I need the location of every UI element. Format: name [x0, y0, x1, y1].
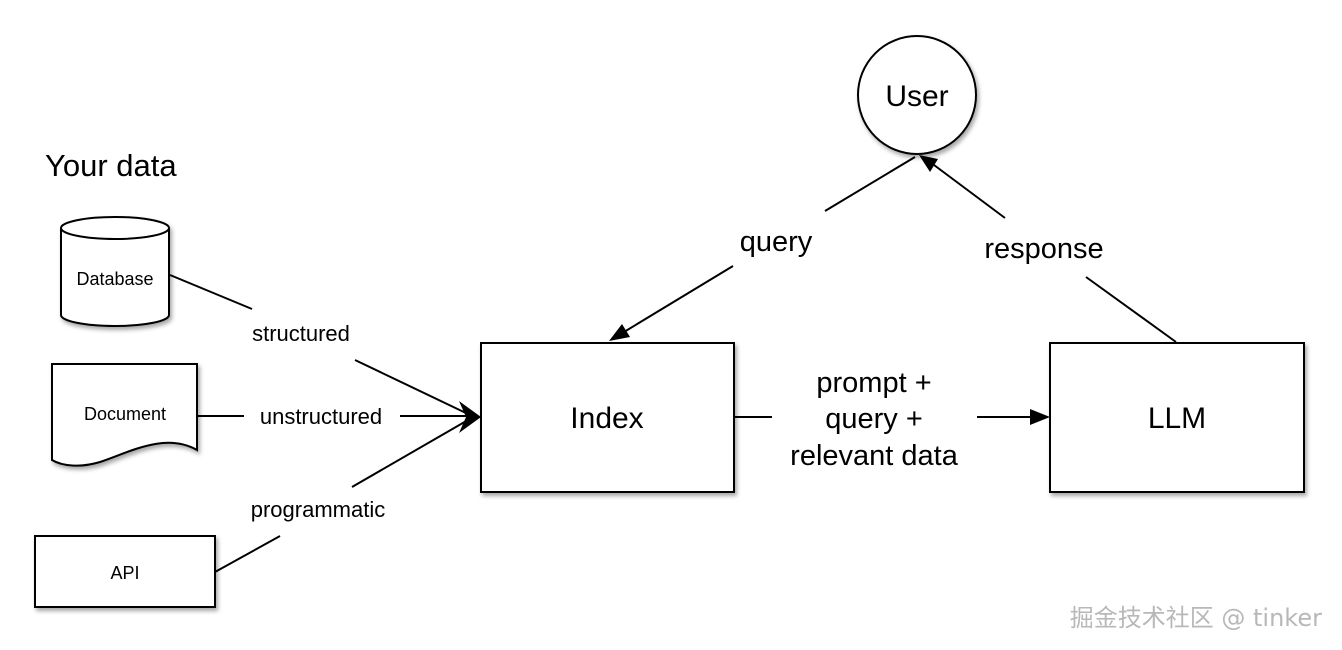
- unstructured-label: unstructured: [260, 404, 382, 429]
- watermark: 掘金技术社区 @ tinker: [1070, 604, 1322, 632]
- structured-edge-lower: [354, 359, 469, 415]
- query-edge-upper: [824, 156, 916, 212]
- structured-edge-upper: [169, 274, 253, 310]
- prompt-label-line3: relevant data: [790, 440, 959, 472]
- programmatic-edge-upper: [351, 419, 469, 488]
- document-node: [51, 363, 198, 467]
- query-edge-lower: [623, 265, 734, 333]
- index-label: Index: [570, 402, 643, 435]
- document-label: Document: [84, 404, 166, 424]
- document-shape-icon: [51, 363, 198, 467]
- response-edge-lower: [1085, 276, 1177, 343]
- llm-label: LLM: [1148, 402, 1206, 435]
- response-label: response: [984, 233, 1103, 265]
- database-cylinder-icon: [60, 216, 170, 327]
- structured-label: structured: [252, 321, 350, 346]
- prompt-label-line2: query +: [825, 403, 923, 435]
- response-edge-upper: [933, 164, 1006, 219]
- query-label: query: [740, 226, 813, 258]
- user-response-arrowhead-icon: [919, 155, 938, 172]
- user-node: [857, 35, 977, 155]
- database-label: Database: [76, 269, 153, 289]
- index-query-arrowhead-icon: [609, 324, 630, 341]
- your-data-title: Your data: [45, 148, 177, 183]
- api-label: API: [110, 563, 139, 583]
- database-node: [60, 216, 170, 327]
- programmatic-edge-lower: [214, 535, 281, 573]
- database-cylinder-rim: [60, 227, 170, 240]
- api-box: [34, 535, 216, 608]
- programmatic-label: programmatic: [251, 497, 385, 522]
- llm-box: [1049, 342, 1305, 493]
- index-input-arrowhead-icon: [459, 401, 481, 433]
- prompt-label-line1: prompt +: [816, 367, 931, 399]
- llm-node: [1049, 342, 1305, 493]
- api-node: [34, 535, 216, 608]
- user-label: User: [885, 80, 948, 113]
- user-circle: [857, 35, 977, 155]
- llm-input-arrowhead-icon: [1030, 409, 1050, 425]
